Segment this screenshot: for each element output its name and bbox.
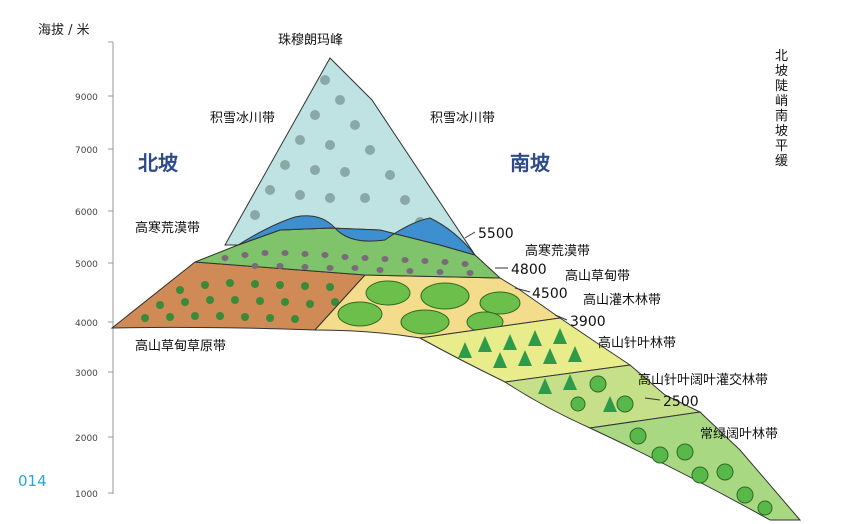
south-desert-label: 高寒荒漠带 — [525, 243, 590, 259]
south-meadow-label: 高山草甸带 — [565, 268, 630, 284]
north-slope-label: 北坡 — [138, 151, 179, 175]
tick-label: 6000 — [75, 208, 98, 218]
elevation-label: 4800 — [511, 262, 547, 278]
altitude-axis: 海拔 / 米 9000 7000 6000 5000 4000 3000 200… — [38, 23, 113, 500]
tick-label: 4000 — [75, 319, 98, 329]
north-snow-label: 积雪冰川带 — [210, 111, 275, 126]
elevation-label: 4500 — [532, 286, 568, 302]
tick-label: 3000 — [75, 369, 98, 379]
south-mixed-label: 高山针叶阔叶灌交林带 — [638, 372, 768, 388]
axis-title: 海拔 / 米 — [38, 23, 90, 38]
south-slope-label: 南坡 — [510, 151, 551, 175]
elevation-label: 3900 — [570, 314, 606, 330]
south-snow-label: 积雪冰川带 — [430, 111, 495, 126]
south-evergreen-label: 常绿阔叶林带 — [700, 427, 778, 442]
peak-label: 珠穆朗玛峰 — [278, 33, 343, 48]
north-desert-label: 高寒荒漠带 — [135, 220, 200, 236]
tick-label: 9000 — [75, 93, 98, 103]
page-number: 014 — [18, 472, 47, 490]
north-steppe-label: 高山草甸草原带 — [135, 338, 226, 354]
tick-label: 5000 — [75, 260, 98, 270]
side-note: 北坡陡峭南坡平缓 — [775, 49, 788, 169]
tick-label: 2000 — [75, 434, 98, 444]
elevation-label: 2500 — [663, 394, 699, 410]
tick-label: 1000 — [75, 490, 98, 500]
elevation-label: 5500 — [478, 226, 514, 242]
tick-label: 7000 — [75, 146, 98, 156]
side-note-text: 北坡陡峭南坡平缓 — [775, 49, 788, 169]
south-shrub-label: 高山灌木林带 — [583, 292, 661, 308]
south-conifer-label: 高山针叶林带 — [598, 335, 676, 351]
